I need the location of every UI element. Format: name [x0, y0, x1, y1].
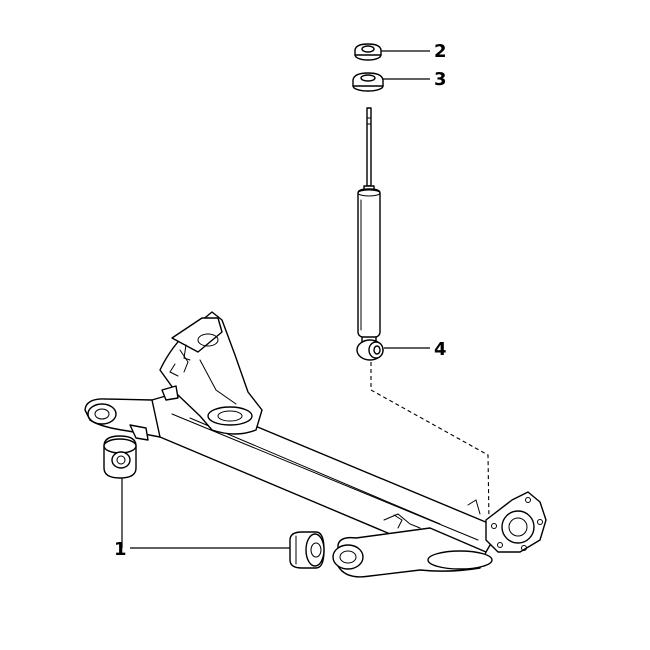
rear-axle-beam: [84, 311, 547, 578]
callout-3: 3: [434, 69, 447, 90]
shock-absorber: [356, 107, 384, 361]
callout-2: 2: [434, 41, 447, 62]
bushing-front: [103, 435, 137, 479]
bushing-rear: [289, 531, 325, 569]
installation-line: [370, 362, 490, 523]
mount-seat: [352, 72, 384, 92]
callout-4: 4: [434, 339, 447, 360]
callout-1: 1: [114, 539, 127, 560]
upper-mount-cap: [354, 43, 382, 61]
